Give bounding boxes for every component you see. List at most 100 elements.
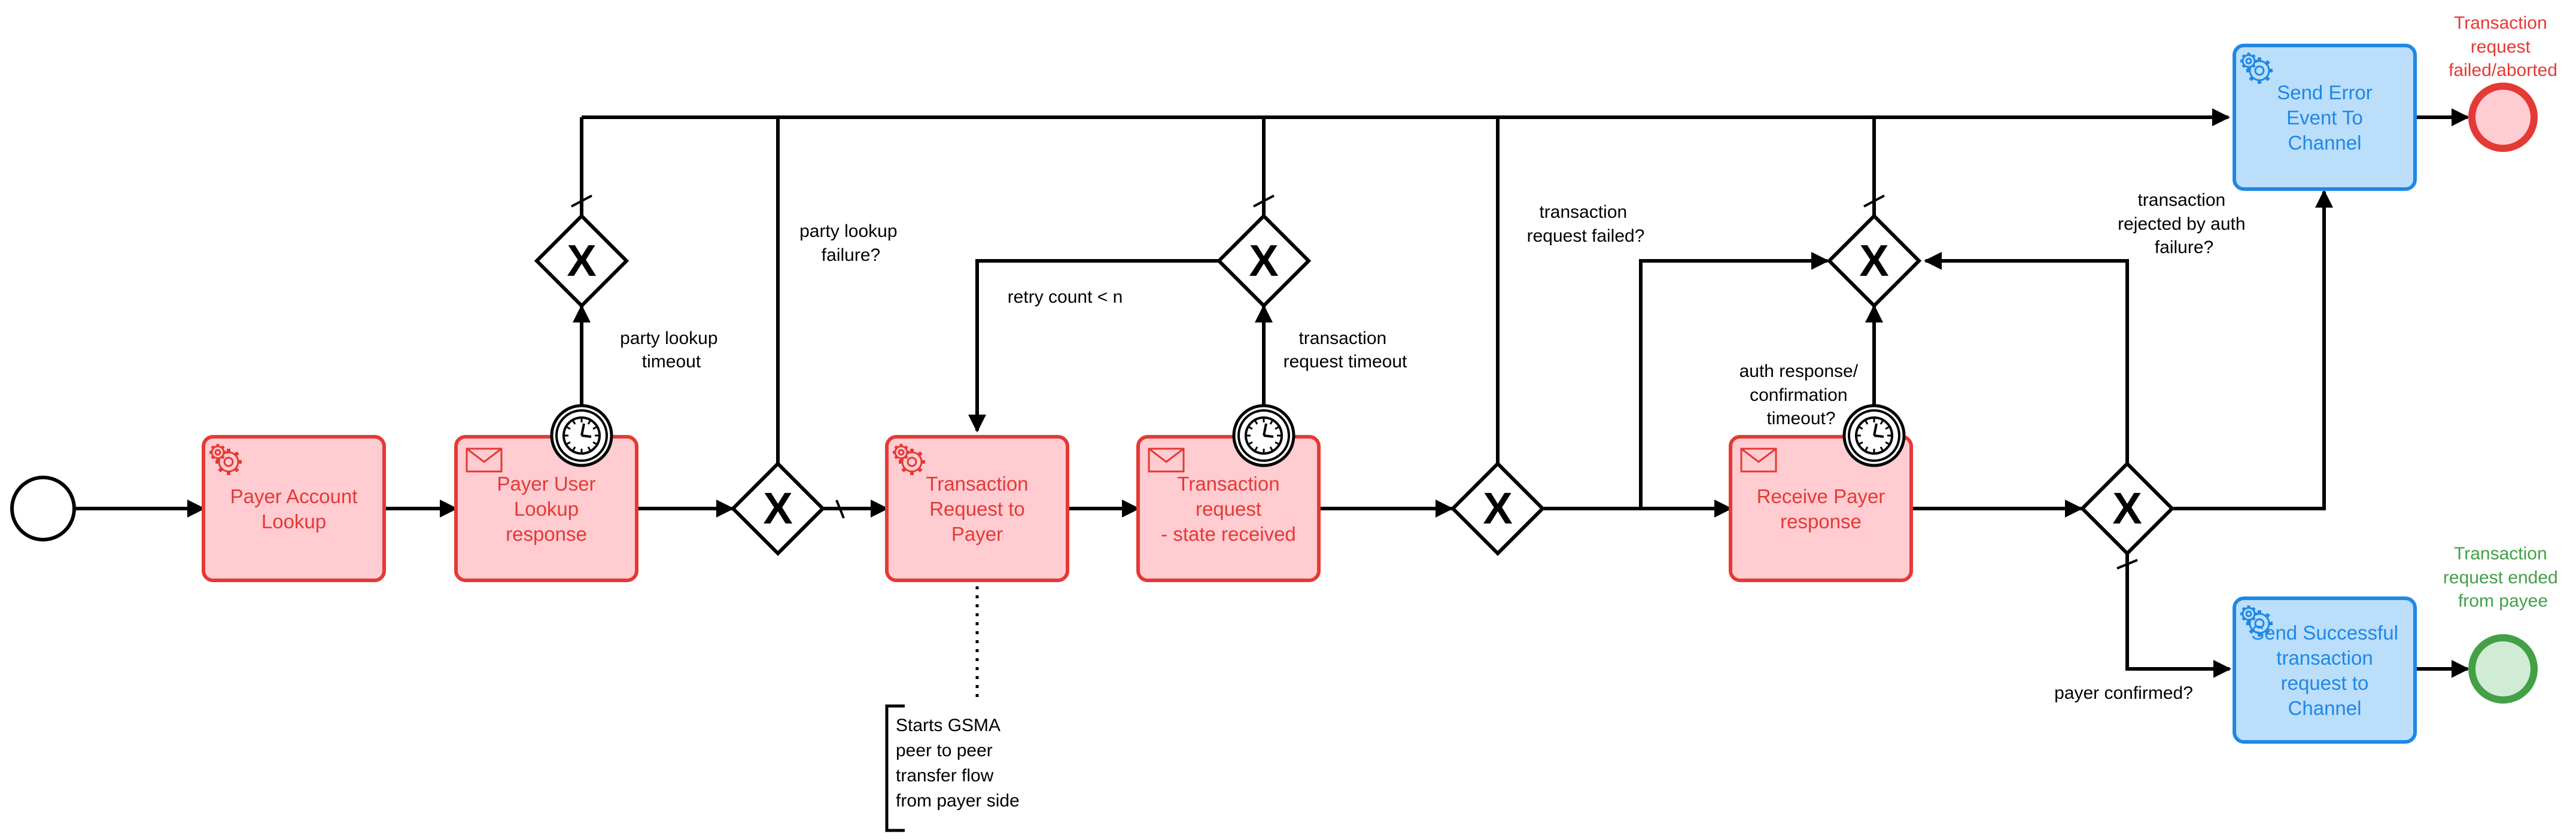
gateway-auth-response-diamond <box>1826 213 1922 309</box>
default-flow-marker-gateway-b <box>1253 194 1275 208</box>
timer-auth-response[interactable] <box>1842 404 1906 467</box>
task-payer-user-lookup-response-box <box>454 435 638 582</box>
label-party-lookup-timeout: party lookup timeout <box>620 328 723 372</box>
end-success-label-line-1: Transaction <box>2454 544 2547 564</box>
gateway-payer-decision[interactable]: X <box>2079 461 2175 556</box>
task-send-successful-request-label-line-3: request to <box>2281 672 2369 694</box>
label-auth-response-timeout-line-3: timeout? <box>1766 409 1835 428</box>
label-party-lookup-failure-line-1: party lookup <box>799 221 897 241</box>
flow-gateway-b-retry <box>968 259 1218 433</box>
gateway-party-lookup-timeout[interactable]: X <box>534 213 629 309</box>
default-flow-marker-gateway-1 <box>835 500 845 519</box>
label-payer-confirmed: payer confirmed? <box>2054 683 2193 703</box>
annotation-bracket <box>885 704 905 832</box>
text-annotation: Starts GSMA peer to peer transfer flow f… <box>885 704 1020 832</box>
exclusive-x-icon: X <box>763 483 792 533</box>
task-transaction-request-to-payer-label-line-2: Request to <box>929 498 1025 520</box>
gateway-payer-decision-diamond <box>2079 461 2175 556</box>
gear-icon <box>893 444 925 475</box>
exclusive-x-icon: X <box>2112 483 2142 533</box>
task-send-error-event-label-line-2: Event To <box>2286 106 2363 129</box>
label-party-lookup-timeout-line-1: party lookup <box>620 328 717 348</box>
task-payer-account-lookup-box <box>202 435 386 582</box>
flow-labels: party lookup timeout party lookup failur… <box>620 190 2245 703</box>
label-retry-count-line-1: retry count < n <box>1008 287 1123 307</box>
task-transaction-request-to-payer-label-line-3: Payer <box>951 523 1003 545</box>
gear-icon <box>2240 53 2273 84</box>
end-success-label-line-2: request ended <box>2443 568 2558 588</box>
label-party-lookup-failure-line-2: failure? <box>822 245 880 265</box>
timer-party-lookup[interactable] <box>550 404 613 467</box>
task-transaction-request-state-received-box <box>1136 435 1321 582</box>
flow-gateway-5-to-gateway-c <box>1924 252 2129 463</box>
label-transaction-request-timeout-line-1: transaction <box>1298 328 1386 348</box>
end-success-label-line-3: from payee <box>2458 591 2548 611</box>
exclusive-x-icon: X <box>1859 236 1888 285</box>
end-failed-label-line-2: request <box>2471 37 2531 57</box>
task-send-error-event-label-line-1: Send Error <box>2277 81 2373 104</box>
start-event[interactable] <box>10 476 76 541</box>
gateway-transaction-request-failed-diamond <box>1450 461 1546 556</box>
timers <box>550 404 1906 467</box>
task-payer-account-lookup-label-line-1: Payer Account <box>230 485 358 507</box>
label-transaction-request-failed: transaction request failed? <box>1527 202 1645 246</box>
exclusive-x-icon: X <box>1483 483 1512 533</box>
gateway-auth-response[interactable]: X <box>1826 213 1922 309</box>
label-party-lookup-failure: party lookup failure? <box>799 221 902 265</box>
label-party-lookup-timeout-line-2: timeout <box>642 352 701 372</box>
label-rejected-by-auth-line-1: transaction <box>2137 190 2225 210</box>
label-transaction-request-timeout-line-2: request timeout <box>1284 352 1407 372</box>
clock-icon <box>562 416 601 455</box>
gateway-retry[interactable]: X <box>1216 213 1312 309</box>
end-failed-label-line-1: Transaction <box>2454 13 2547 33</box>
flow-failed-to-gateway-c <box>1639 252 1829 509</box>
label-transaction-request-failed-line-1: transaction <box>1539 202 1627 222</box>
label-transaction-request-timeout: transaction request timeout <box>1284 328 1407 372</box>
timer-transaction-request[interactable] <box>1232 404 1295 467</box>
end-failed-label: Transaction request failed/aborted <box>2449 13 2557 80</box>
gear-icon <box>2240 605 2273 637</box>
gateways: X X X X X X <box>534 213 2175 556</box>
task-payer-user-lookup-response-label-line-2: Lookup <box>514 498 579 520</box>
task-payer-user-lookup-response-label-line-1: Payer User <box>497 473 595 495</box>
envelope-icon <box>1740 448 1777 473</box>
label-rejected-by-auth-line-2: rejected by auth <box>2118 214 2245 234</box>
task-send-successful-request-box <box>2233 596 2417 744</box>
annotation-line-2: peer to peer <box>896 741 993 760</box>
task-transaction-request-state-received-label-line-3: - state received <box>1161 523 1296 545</box>
default-flow-marker-gateway-c <box>1863 194 1885 208</box>
gateway-party-lookup-failure-diamond <box>730 461 826 556</box>
label-rejected-by-auth-line-3: failure? <box>2155 238 2213 257</box>
task-transaction-request-to-payer-label-line-1: Transaction <box>926 473 1028 495</box>
end-failed-label-line-3: failed/aborted <box>2449 60 2557 80</box>
clock-icon <box>1855 416 1893 455</box>
task-send-error-event-box <box>2233 44 2417 191</box>
end-event-success[interactable] <box>2468 634 2538 704</box>
gateway-retry-diamond <box>1216 213 1312 309</box>
annotation-line-3: transfer flow <box>896 766 994 786</box>
clock-icon <box>1245 416 1283 455</box>
task-transaction-request-state-received-label-line-2: request <box>1196 498 1261 520</box>
annotation-line-4: from payer side <box>896 791 1020 811</box>
gateway-transaction-request-failed[interactable]: X <box>1450 461 1546 556</box>
task-payer-user-lookup-response-label-line-3: response <box>506 523 587 545</box>
exclusive-x-icon: X <box>1249 236 1278 285</box>
gateway-party-lookup-failure[interactable]: X <box>730 461 826 556</box>
flow-gateway-5-to-send-successful <box>2125 554 2231 678</box>
end-event-failed[interactable] <box>2468 83 2538 152</box>
annotation-text: Starts GSMA peer to peer transfer flow f… <box>896 716 1020 811</box>
default-flow-marker-gateway-a <box>571 194 592 208</box>
